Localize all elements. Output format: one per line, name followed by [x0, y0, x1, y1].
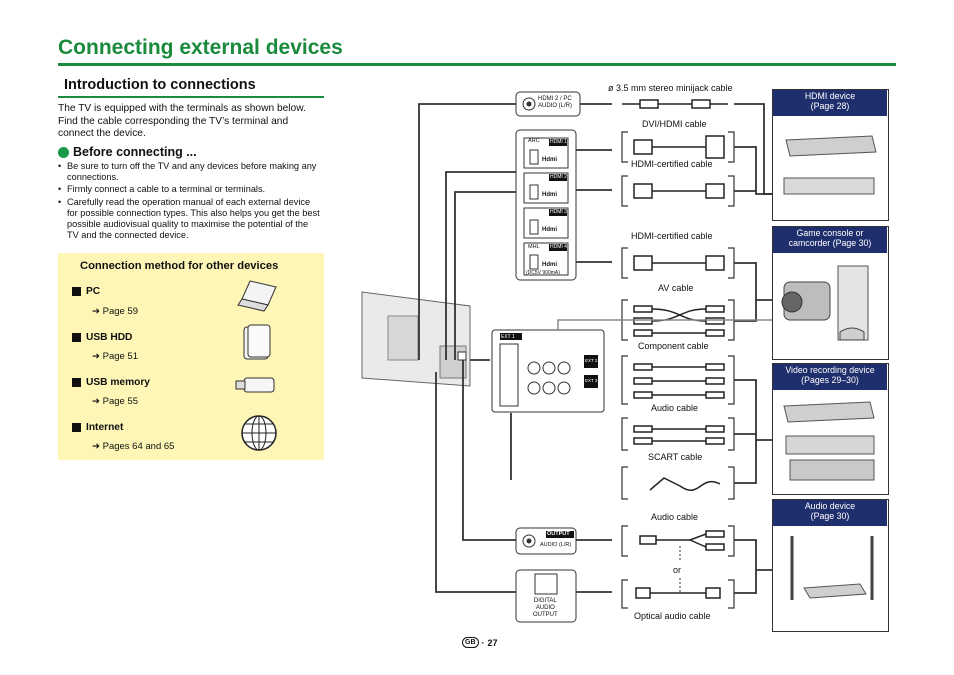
method-label: USB HDD	[86, 332, 133, 343]
ext1-label: EXT 1	[501, 334, 515, 340]
bullet-item: Firmly connect a cable to a terminal or …	[58, 184, 320, 195]
ext2-label: EXT 2	[585, 358, 598, 363]
method-page-ref[interactable]: ➔ Pages 64 and 65	[92, 441, 175, 452]
laptop-icon	[237, 280, 277, 312]
mhl-label: MHL	[528, 244, 540, 250]
section-rule	[58, 96, 324, 98]
cable-label-component: Component cable	[638, 341, 709, 351]
hdmi-port-label: HDMI 4	[550, 244, 567, 250]
before-connecting-heading: Before connecting ...	[58, 145, 197, 159]
audio-device-heading: Audio device(Page 30)	[773, 500, 887, 526]
or-label: or	[673, 565, 682, 575]
method-page-ref[interactable]: ➔ Page 55	[92, 396, 139, 407]
bullet-list: Be sure to turn off the TV and any devic…	[58, 161, 320, 242]
cable-label-scart: SCART cable	[648, 452, 703, 462]
hdmi-port-label: HDMI 2	[550, 174, 567, 180]
green-dot-icon	[58, 146, 69, 158]
mhl-note: (DC5V 900mA)	[526, 270, 560, 276]
page-sep: ·	[481, 637, 485, 648]
video-recorder-icon	[783, 401, 875, 481]
method-label: PC	[86, 286, 101, 297]
cable-label-audio1: Audio cable	[651, 403, 699, 413]
game-camcorder-icon	[781, 265, 869, 341]
method-page-ref[interactable]: ➔ Page 59	[92, 306, 139, 317]
digital-audio-terminal	[515, 569, 577, 623]
hdmi-device-icon	[783, 135, 877, 195]
cable-label-hdmi2: HDMI-certified cable	[631, 231, 713, 241]
hdmi-logo: Hdmi	[542, 157, 557, 163]
page-number: GB · 27	[462, 637, 498, 648]
method-internet: Internet	[72, 422, 123, 433]
method-label: Internet	[86, 422, 124, 433]
hdmi-device-heading: HDMI device(Page 28)	[773, 90, 887, 116]
square-bullet-icon	[72, 333, 81, 342]
intro-text: The TV is equipped with the terminals as…	[58, 103, 306, 139]
hdmi-port-label: HDMI 3	[550, 209, 567, 215]
hdmi-pc-label: HDMI 2 / PC AUDIO (L/R)	[538, 96, 573, 109]
cable-label-audio2: Audio cable	[651, 512, 699, 522]
ext3-label: EXT 3	[585, 378, 598, 383]
method-page-ref[interactable]: ➔ Page 51	[92, 351, 139, 362]
method-usb-memory: USB memory	[72, 377, 150, 388]
audio-device-icon	[790, 536, 874, 600]
cable-label-av: AV cable	[658, 283, 694, 293]
page-number-value: 27	[487, 637, 498, 648]
hdmi-logo: Hdmi	[542, 227, 557, 233]
section-title: Introduction to connections	[64, 77, 256, 93]
usb-stick-icon	[235, 377, 275, 393]
method-usb-hdd: USB HDD	[72, 332, 132, 343]
cable-label-dvi: DVI/HDMI cable	[642, 119, 707, 129]
output-sub-label: AUDIO (L/R)	[540, 542, 572, 548]
bullet-item: Carefully read the operation manual of e…	[58, 197, 320, 242]
tv-rear-icon	[361, 291, 471, 387]
arc-label: ARC	[528, 138, 540, 144]
connection-methods-box: Connection method for other devices PC ➔…	[58, 253, 324, 460]
globe-icon	[241, 415, 277, 451]
bullet-item: Be sure to turn off the TV and any devic…	[58, 161, 320, 183]
square-bullet-icon	[72, 378, 81, 387]
hdmi-port-label: HDMI 1	[550, 139, 567, 145]
video-device-heading: Video recording device(Pages 29–30)	[773, 364, 887, 390]
output-label: OUTPUT	[547, 531, 570, 537]
square-bullet-icon	[72, 287, 81, 296]
page-title: Connecting external devices	[58, 36, 343, 59]
cable-label-hdmi1: HDMI-certified cable	[631, 159, 713, 169]
title-rule	[58, 63, 896, 66]
cable-label-optical: Optical audio cable	[634, 611, 711, 621]
cable-label-minijack: ø 3.5 mm stereo minijack cable	[608, 83, 733, 93]
method-label: USB memory	[86, 377, 150, 388]
hdd-icon	[243, 324, 271, 360]
before-connecting-label: Before connecting ...	[73, 145, 197, 159]
hdmi-logo: Hdmi	[542, 192, 557, 198]
methods-title: Connection method for other devices	[80, 260, 279, 272]
region-badge: GB	[462, 637, 479, 648]
hdmi-logo: Hdmi	[542, 262, 557, 268]
method-pc: PC	[72, 286, 100, 297]
square-bullet-icon	[72, 423, 81, 432]
